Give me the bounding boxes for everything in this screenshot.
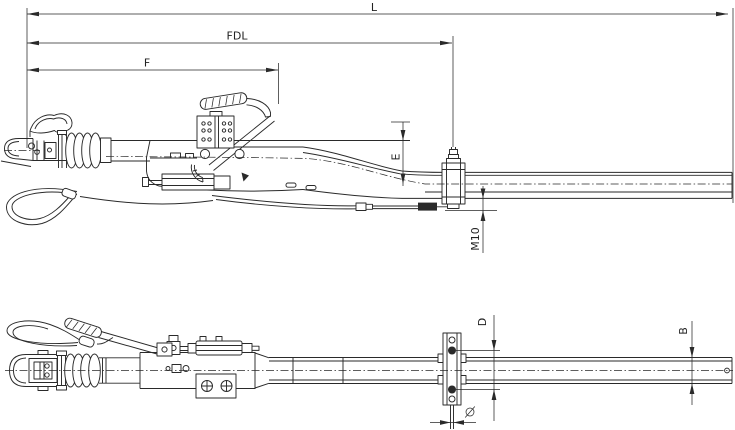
- dimension-M10-label: M10: [469, 227, 482, 251]
- dimension-F: F: [27, 57, 279, 104]
- centerline-side: [105, 156, 732, 185]
- dimension-E-label: E: [390, 153, 403, 160]
- dimension-diameter: [430, 406, 476, 425]
- side-view: [0, 92, 733, 226]
- housing-side: [142, 115, 317, 192]
- dimension-B: B: [677, 321, 695, 405]
- tube-clamp-top: [437, 332, 467, 429]
- top-view: [5, 317, 733, 429]
- bellows-top: [64, 353, 101, 388]
- diameter-symbol-icon: [464, 406, 476, 418]
- brake-rod-side: [211, 195, 453, 211]
- bolt-holes: [201, 121, 233, 142]
- clamp-bolt-shank: [450, 405, 454, 429]
- dimension-B-label: B: [677, 327, 690, 335]
- breakaway-cable-top: [6, 320, 114, 348]
- bellows-side: [57, 130, 150, 169]
- dimension-FDL-label: FDL: [227, 30, 249, 43]
- dimension-D: D: [456, 315, 500, 421]
- dimension-FDL: FDL: [27, 30, 454, 147]
- end-hole: [724, 367, 730, 374]
- coupling-head-side: [0, 138, 67, 167]
- dimension-L: L: [26, 1, 734, 203]
- housing-top: [99, 352, 270, 399]
- dimension-M10: M10: [445, 186, 497, 253]
- dimension-E: E: [390, 121, 410, 186]
- tube-clamp-side: [441, 147, 466, 209]
- dimension-F-label: F: [144, 57, 150, 70]
- drawbar-tube-side: [302, 146, 733, 199]
- handbrake-lever-top: [64, 317, 173, 357]
- breakaway-cable-side: [6, 187, 214, 226]
- handbrake-lever-side: [199, 92, 271, 118]
- dimension-L-label: L: [371, 1, 378, 14]
- dimension-D-label: D: [476, 318, 489, 326]
- mounting-plate-side: [196, 111, 303, 149]
